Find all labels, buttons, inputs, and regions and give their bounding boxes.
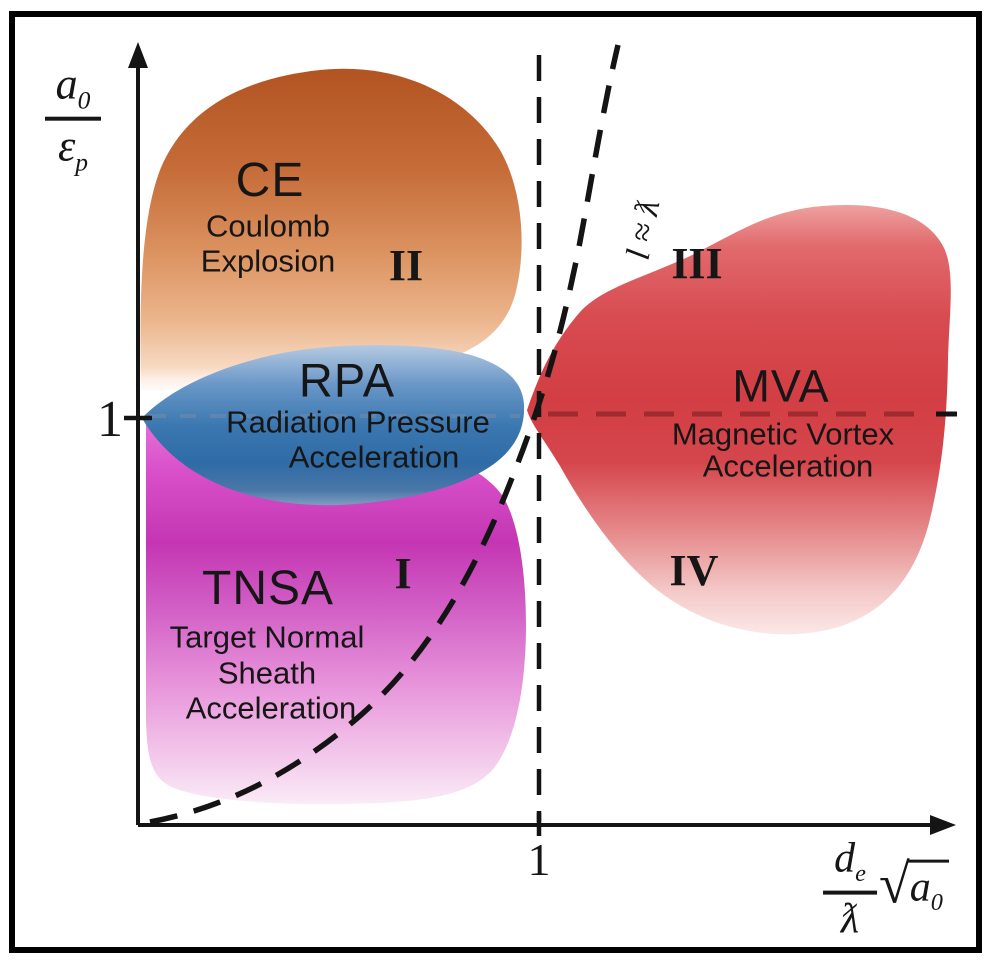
region-label-tnsa: TNSA <box>201 562 335 615</box>
y-axis-tick-label: 1 <box>97 391 123 448</box>
x-axis-label: de ƛ √ a0 <box>823 835 949 943</box>
radical-sign: √ <box>879 853 910 916</box>
region-name-mva-line2: Acceleration <box>702 448 874 484</box>
mva-region-shape <box>527 204 951 635</box>
region-label-ce: CE <box>235 154 305 207</box>
region-name-mva-line1: Magnetic Vortex <box>671 416 895 452</box>
region-label-mva: MVA <box>732 360 830 412</box>
x-axis-label-sqrt: √ a0 <box>879 857 949 916</box>
x-axis-label-numerator: de <box>834 835 866 888</box>
region-name-rpa-line2: Acceleration <box>288 439 460 475</box>
ce-region-shape <box>140 68 522 391</box>
fraction-bar <box>45 117 101 121</box>
x-axis-label-denominator: ƛ <box>840 896 860 943</box>
boundary-curve <box>149 44 621 825</box>
quadrant-numeral-1: I <box>394 549 412 598</box>
y-axis-label-denominator: εp <box>57 122 89 177</box>
y-axis-arrow <box>128 42 148 68</box>
y-axis-label-numerator: a0 <box>55 59 91 115</box>
radicand: a0 <box>906 859 949 916</box>
region-name-tnsa-line2: Sheath <box>217 655 317 691</box>
quadrant-numeral-4: IV <box>669 546 719 595</box>
region-name-tnsa-line1: Target Normal <box>169 619 365 655</box>
quadrant-numeral-3: III <box>671 239 723 288</box>
tnsa-region-shape <box>146 424 526 805</box>
quadrant-numeral-2: II <box>388 241 424 290</box>
x-axis-tick-label: 1 <box>527 834 551 885</box>
x-axis-arrow <box>930 815 956 835</box>
region-name-tnsa-line3: Acceleration <box>185 690 357 726</box>
x-axis-label-fraction: de ƛ <box>823 835 878 943</box>
fraction-bar <box>823 890 878 895</box>
rpa-region-shape <box>142 345 525 506</box>
figure-border <box>9 11 982 953</box>
region-name-rpa-line1: Radiation Pressure <box>226 404 490 440</box>
region-name-ce-line2: Explosion <box>200 243 336 279</box>
region-label-rpa: RPA <box>298 353 396 407</box>
region-name-ce-line1: Coulomb <box>205 208 331 244</box>
y-axis-label: a0 εp <box>45 59 101 177</box>
